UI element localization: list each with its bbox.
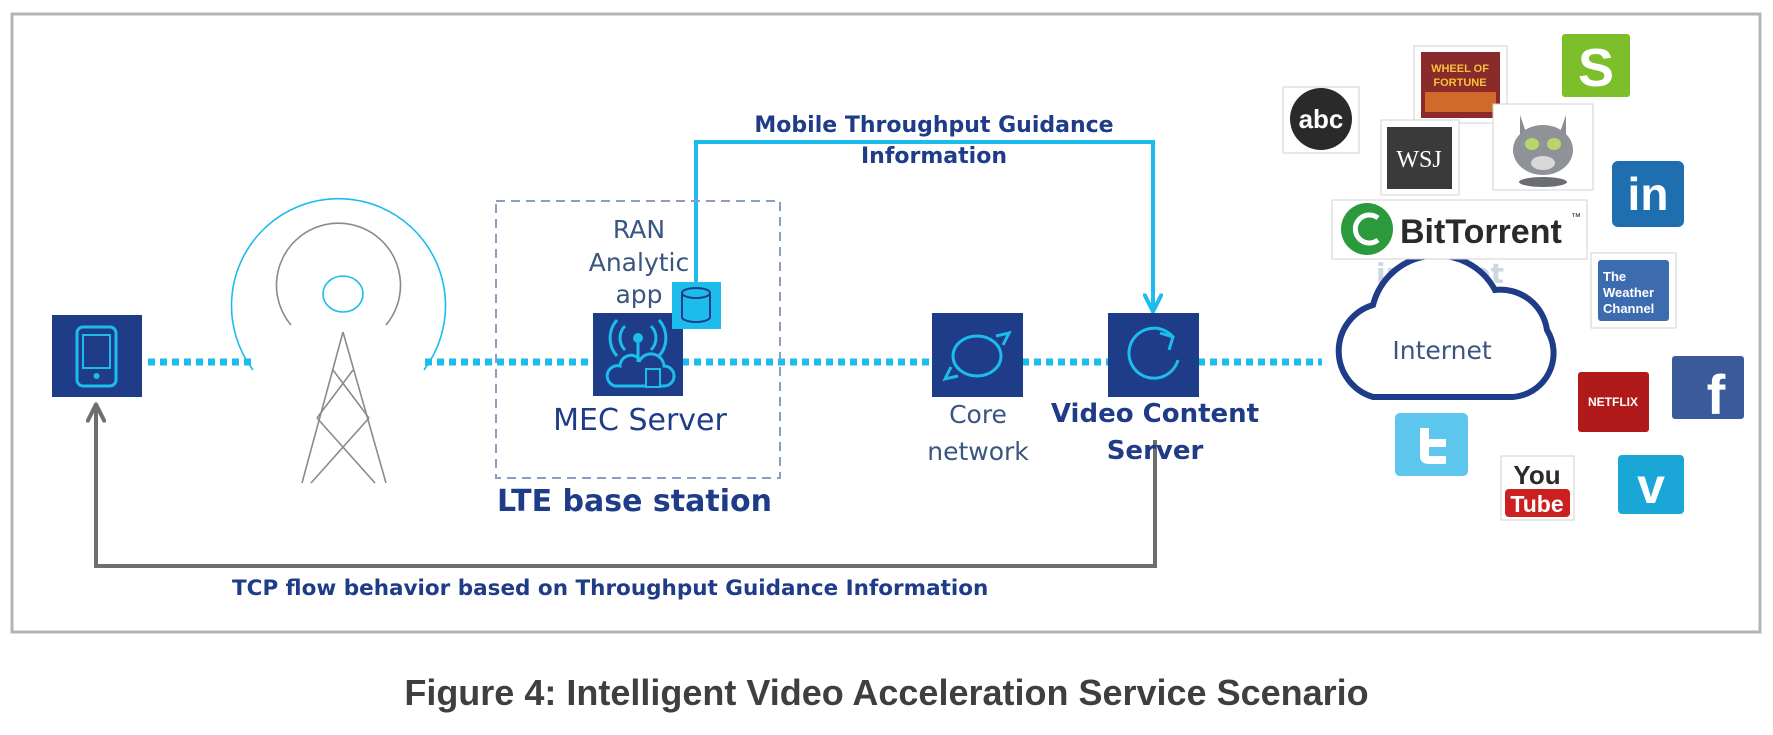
svg-text:NETFLIX: NETFLIX (1588, 395, 1638, 409)
youtube-logo: You Tube (1500, 455, 1575, 521)
lte-base-station-label: LTE base station (497, 484, 772, 519)
svg-text:Channel: Channel (1603, 301, 1654, 316)
mec-server-icon (593, 313, 683, 396)
svg-text:™: ™ (1571, 212, 1581, 223)
cell-tower-icon (230, 197, 447, 484)
s-app-logo: S (1562, 34, 1630, 98)
guidance-label-line1: Mobile Throughput Guidance (754, 113, 1113, 138)
core-network-label-line1: Core (949, 400, 1007, 429)
twitter-logo (1395, 413, 1468, 476)
abc-logo: abc (1282, 86, 1360, 154)
core-network-label-line2: network (927, 437, 1029, 466)
svg-text:WSJ: WSJ (1396, 147, 1441, 173)
wsj-logo: WSJ (1380, 119, 1460, 196)
svg-text:Weather: Weather (1603, 285, 1654, 300)
svg-text:WHEEL OF: WHEEL OF (1431, 63, 1489, 75)
svg-text:v: v (1637, 458, 1665, 514)
facebook-logo: f (1672, 356, 1744, 426)
wheel-of-fortune-logo: WHEEL OF FORTUNE (1413, 45, 1508, 124)
svg-text:You: You (1513, 460, 1560, 490)
video-server-label-line1: Video Content (1051, 399, 1259, 429)
svg-text:The: The (1603, 269, 1626, 284)
lte-base-station-box (495, 200, 781, 479)
svg-text:FORTUNE: FORTUNE (1433, 77, 1486, 89)
guidance-arrow (694, 140, 1153, 310)
netflix-logo: NETFLIX (1578, 372, 1649, 432)
core-network-icon (932, 313, 1023, 397)
tcp-flow-label: TCP flow behavior based on Throughput Gu… (232, 576, 988, 601)
svg-text:S: S (1578, 38, 1614, 98)
svg-text:Tube: Tube (1510, 491, 1563, 517)
svg-text:abc: abc (1299, 104, 1344, 134)
ran-label-line3: app (615, 280, 662, 309)
mec-server-label: MEC Server (553, 403, 727, 438)
internet-cloud-icon (1335, 252, 1557, 400)
figure-caption: Figure 4: Intelligent Video Acceleration… (404, 672, 1369, 713)
tcp-feedback-arrow (96, 406, 1157, 568)
vimeo-logo: v (1618, 455, 1684, 514)
mobile-device-icon (52, 315, 142, 397)
svg-text:BitTorrent: BitTorrent (1400, 213, 1562, 251)
bittorrent-logo: BitTorrent ™ (1331, 199, 1588, 260)
guidance-label-line2: Information (861, 144, 1007, 169)
ran-label-line1: RAN (613, 215, 665, 244)
database-icon (672, 282, 721, 329)
weather-channel-logo: The Weather Channel (1590, 252, 1677, 329)
talking-tom-logo (1492, 103, 1594, 191)
video-content-server-icon (1108, 313, 1199, 397)
linkedin-logo: in (1612, 161, 1684, 227)
svg-text:in: in (1628, 168, 1669, 220)
video-server-label-line2: Server (1107, 436, 1204, 466)
internet-cloud-label: Internet (1392, 336, 1491, 365)
svg-text:f: f (1707, 363, 1726, 426)
ran-label-line2: Analytic (589, 248, 690, 277)
